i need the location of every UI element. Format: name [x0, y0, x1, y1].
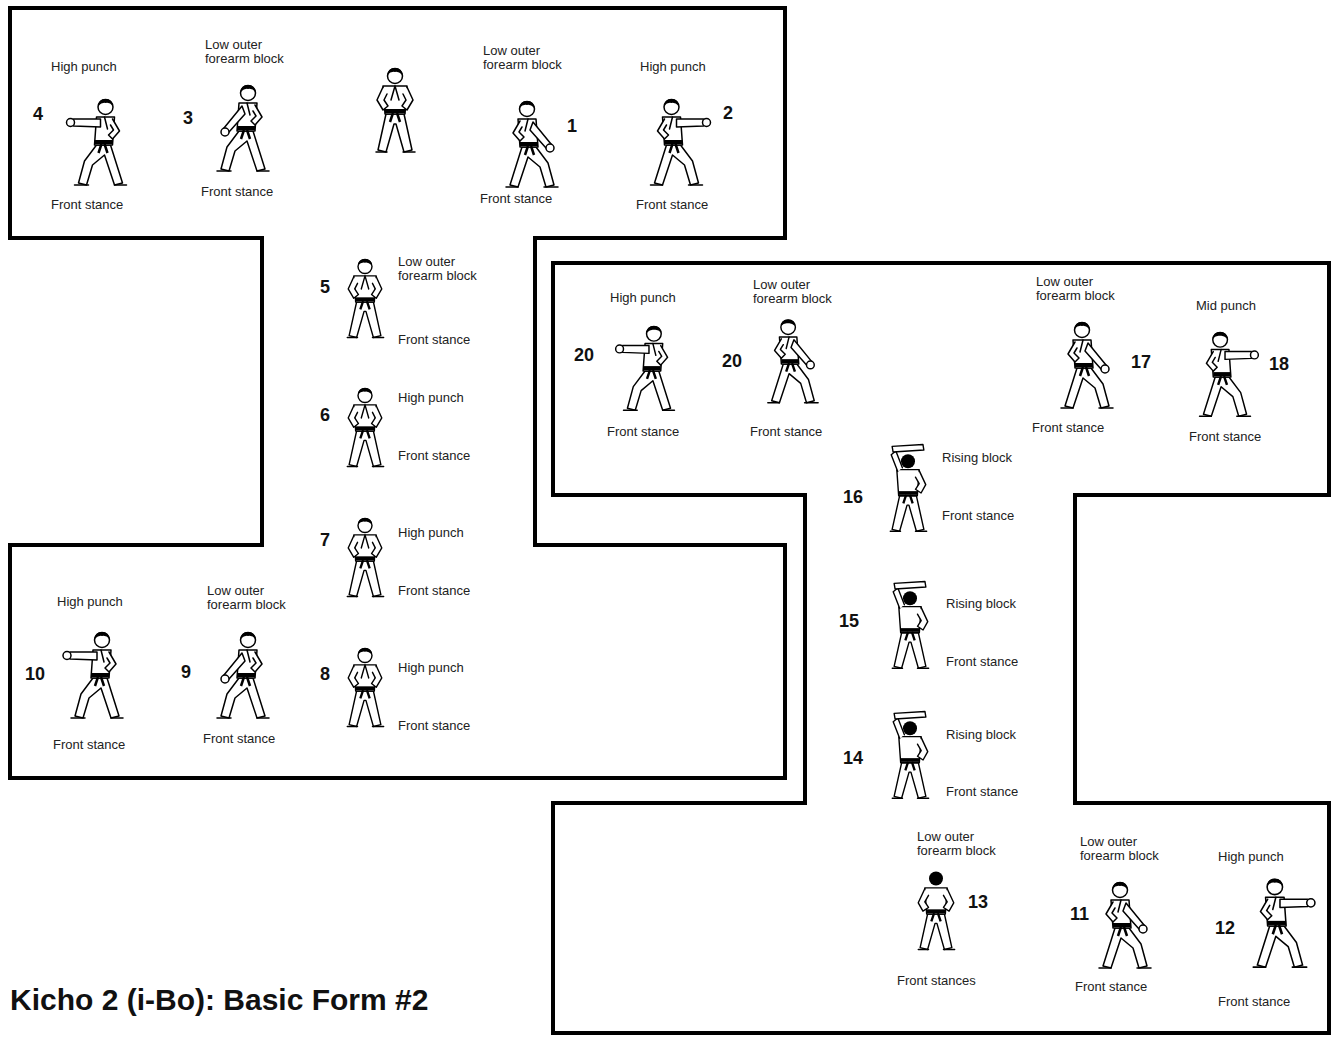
stance-label: Front stance	[1189, 430, 1261, 444]
karateka-figure	[217, 85, 269, 171]
stance-label: Front stance	[946, 785, 1018, 799]
step-number: 17	[1131, 352, 1151, 372]
region-outline	[553, 263, 1329, 1033]
karateka-figure	[768, 319, 818, 402]
step-number: 2	[723, 103, 733, 123]
karateka-figure	[1200, 332, 1259, 416]
karateka-figure	[1061, 322, 1113, 408]
step-number: 20	[574, 345, 594, 365]
karateka-figure	[347, 648, 383, 726]
karateka-figure	[63, 632, 123, 718]
stance-label: Front stance	[942, 509, 1014, 523]
stance-label: Front stance	[398, 333, 470, 347]
technique-label: High punch	[398, 391, 464, 405]
karateka-figure	[347, 388, 383, 466]
region-outline	[10, 8, 785, 778]
technique-label: High punch	[398, 526, 464, 540]
stance-label: Front stance	[1218, 995, 1290, 1009]
step-number: 7	[320, 530, 330, 550]
step-number: 12	[1215, 918, 1235, 938]
technique-label: Low outer forearm block	[753, 278, 843, 306]
step-number: 5	[320, 277, 330, 297]
technique-label: High punch	[57, 595, 123, 609]
stance-label: Front stance	[53, 738, 125, 752]
karateka-figure	[376, 68, 415, 152]
stance-label: Front stance	[51, 198, 123, 212]
karateka-figure	[67, 99, 127, 185]
technique-label: Mid punch	[1196, 299, 1256, 313]
technique-label: High punch	[1218, 850, 1284, 864]
stance-label: Front stance	[398, 584, 470, 598]
technique-label: High punch	[640, 60, 706, 74]
step-number: 1	[567, 116, 577, 136]
technique-label: High punch	[51, 60, 117, 74]
technique-label: Low outer forearm block	[207, 584, 297, 612]
karateka-figure	[217, 632, 269, 718]
stance-label: Front stance	[1075, 980, 1147, 994]
stance-label: Front stance	[607, 425, 679, 439]
stance-label: Front stance	[946, 655, 1018, 669]
step-number: 20	[722, 351, 742, 371]
technique-label: Low outer forearm block	[1080, 835, 1170, 863]
karateka-figure	[651, 99, 711, 185]
karateka-figure	[347, 259, 383, 337]
stance-label: Front stance	[201, 185, 273, 199]
stance-label: Front stance	[480, 192, 552, 206]
karateka-figure	[890, 444, 926, 531]
step-number: 15	[839, 611, 859, 631]
stance-label: Front stance	[203, 732, 275, 746]
step-number: 18	[1269, 354, 1289, 374]
step-number: 9	[181, 662, 191, 682]
stance-label: Front stance	[398, 449, 470, 463]
stance-label: Front stance	[398, 719, 470, 733]
technique-label: Rising block	[946, 728, 1016, 742]
karateka-figure	[1253, 879, 1315, 967]
technique-label: Low outer forearm block	[205, 38, 295, 66]
form-title: Kicho 2 (i-Bo): Basic Form #2	[10, 982, 428, 1018]
step-number: 8	[320, 664, 330, 684]
karateka-figure	[892, 581, 928, 668]
technique-label: Rising block	[946, 597, 1016, 611]
technique-label: Rising block	[942, 451, 1012, 465]
technique-label: Low outer forearm block	[483, 44, 573, 72]
technique-label: High punch	[398, 661, 464, 675]
karateka-figure	[616, 326, 675, 410]
step-number: 3	[183, 108, 193, 128]
technique-label: High punch	[610, 291, 676, 305]
step-number: 16	[843, 487, 863, 507]
step-number: 6	[320, 405, 330, 425]
karateka-figure	[506, 101, 558, 187]
karateka-figure	[892, 711, 928, 798]
step-number: 10	[25, 664, 45, 684]
step-number: 14	[843, 748, 863, 768]
technique-label: Low outer forearm block	[917, 830, 1007, 858]
stance-label: Front stance	[636, 198, 708, 212]
stance-label: Front stance	[1032, 421, 1104, 435]
stance-label: Front stance	[750, 425, 822, 439]
karateka-figure	[918, 872, 954, 950]
stance-label: Front stances	[897, 974, 976, 988]
technique-label: Low outer forearm block	[1036, 275, 1126, 303]
step-number: 13	[968, 892, 988, 912]
step-number: 11	[1070, 904, 1089, 924]
technique-label: Low outer forearm block	[398, 255, 488, 283]
step-number: 4	[33, 104, 43, 124]
karateka-figure	[347, 518, 383, 596]
karateka-figure	[1099, 882, 1151, 968]
